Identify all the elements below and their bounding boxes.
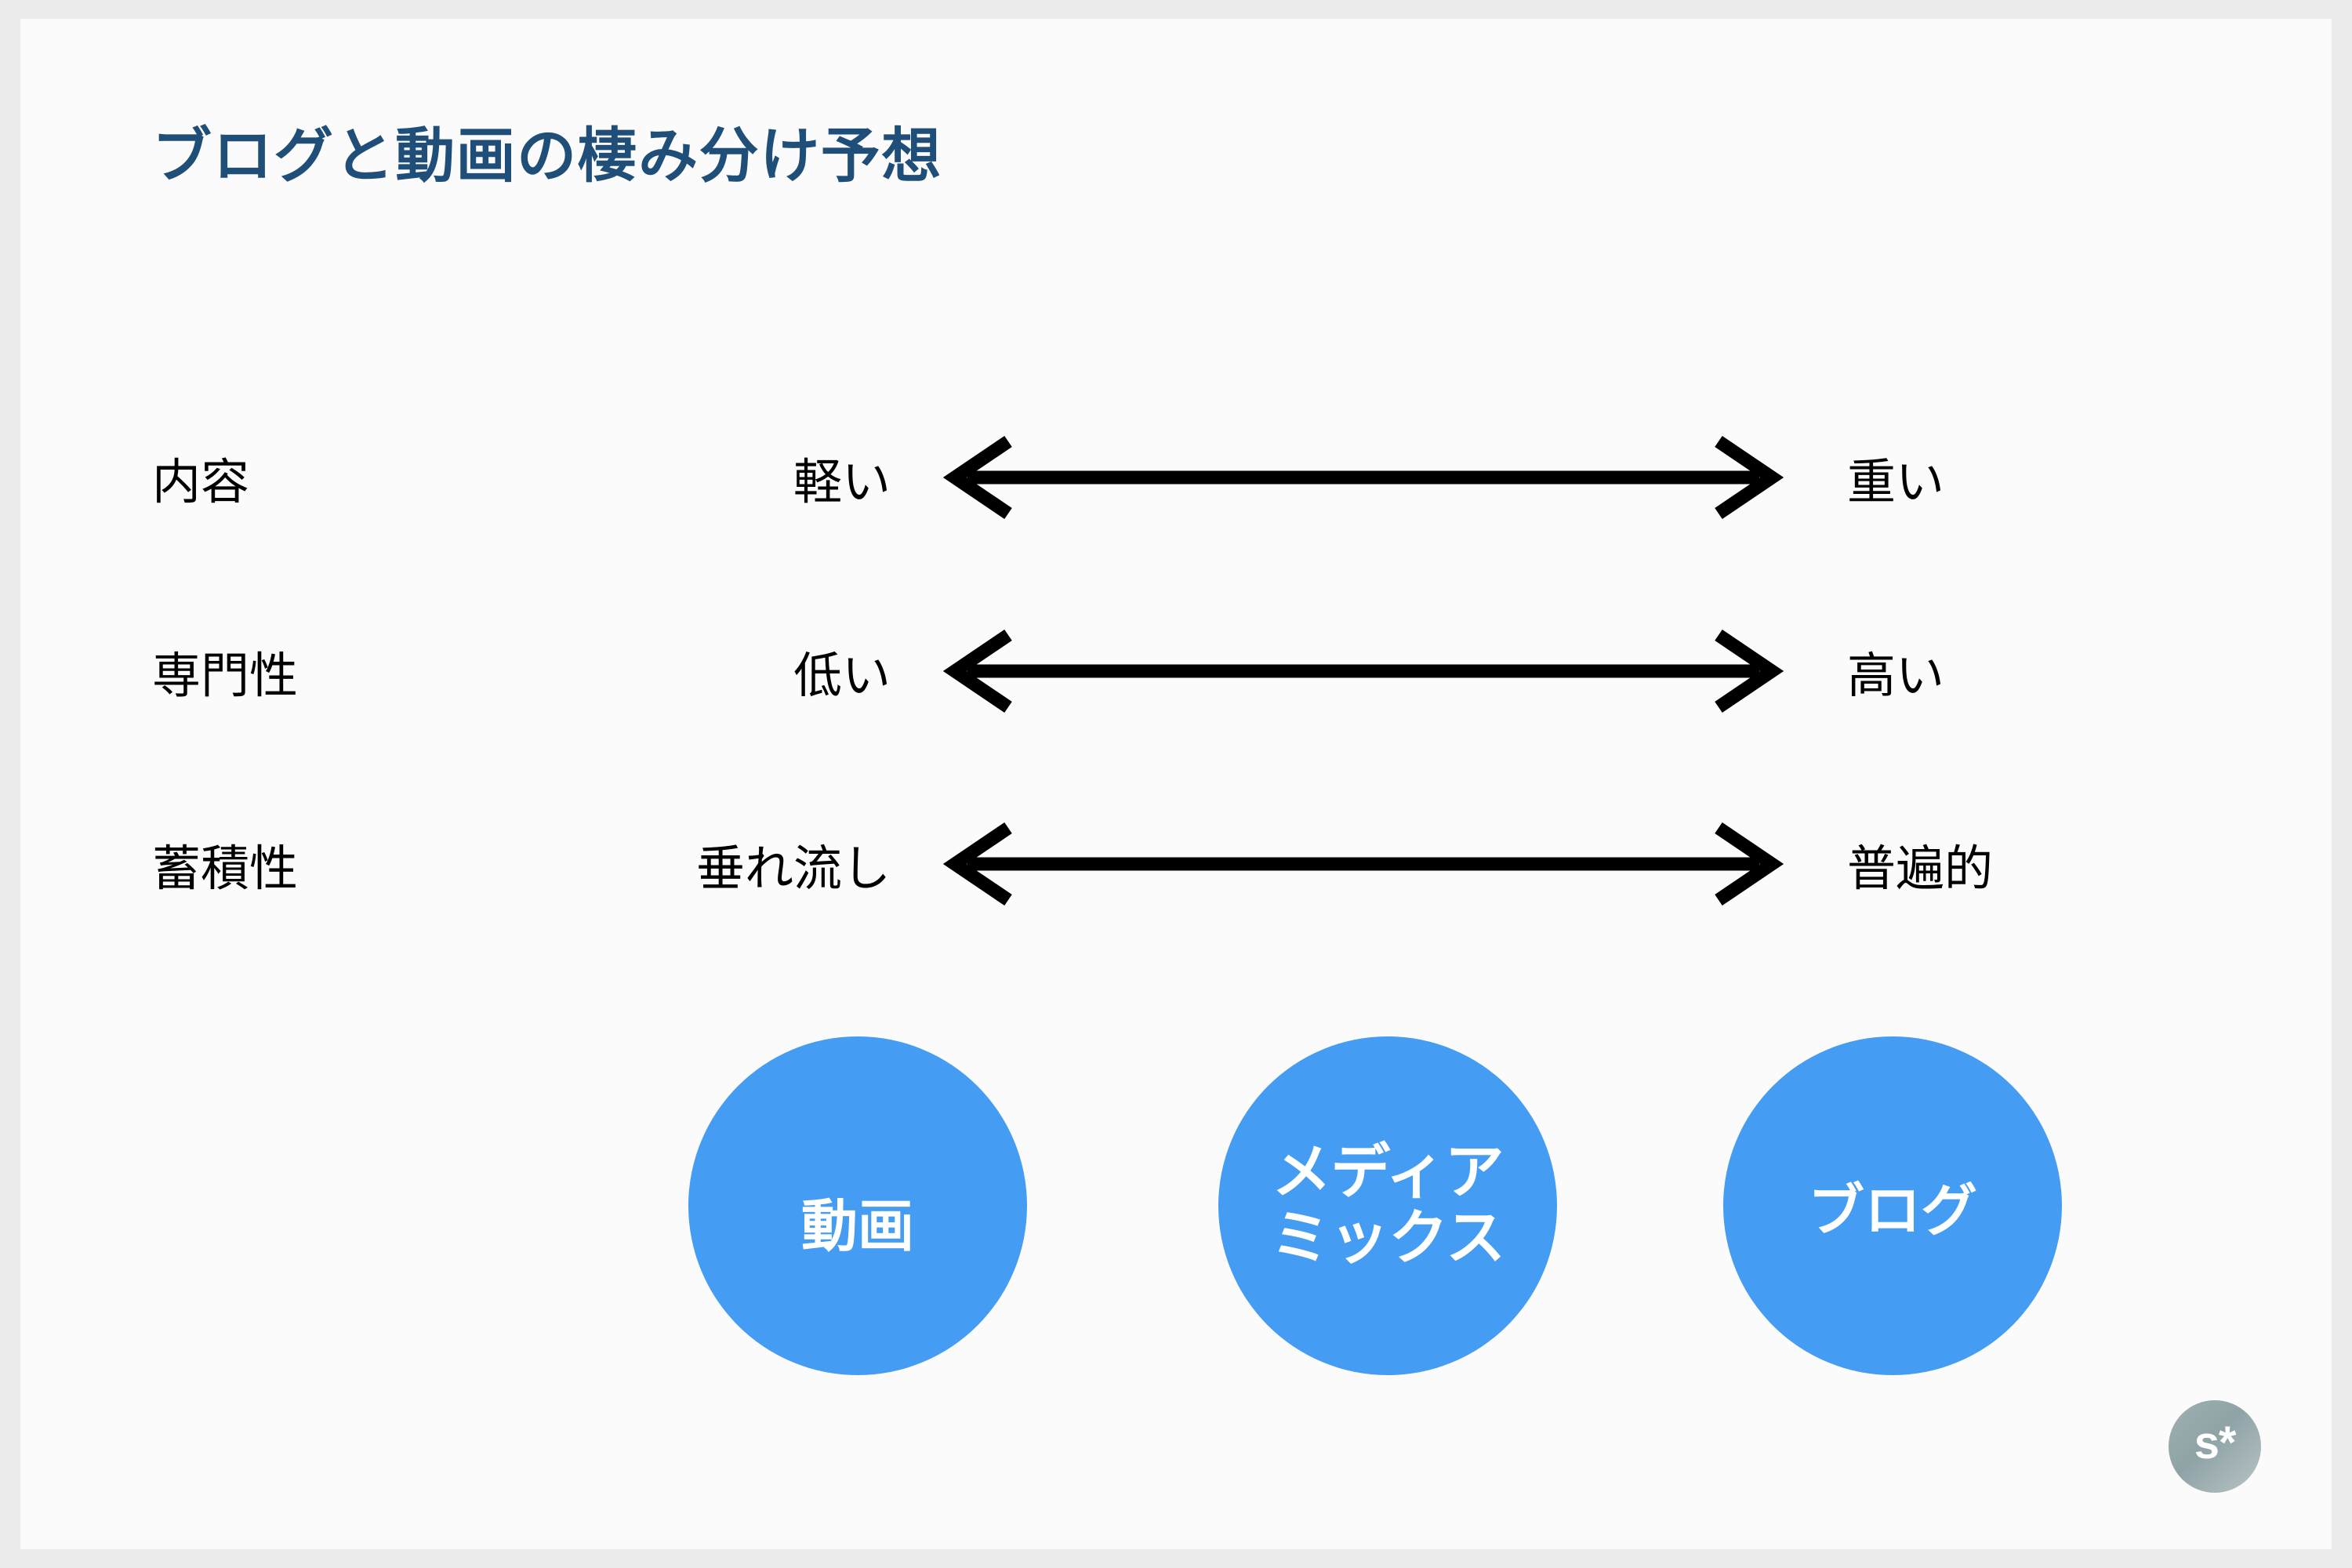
bubble-blog: ブログ	[1723, 1036, 2062, 1375]
slide-canvas: ブログと動画の棲み分け予想 内容 軽い 重い 専門性 低い 高い 蓄積性 垂れ	[20, 19, 2332, 1549]
brand-logo-icon: s*	[2169, 1400, 2261, 1493]
axis-category-label: 蓄積性	[152, 842, 299, 896]
bubble-label-line1: 動画	[800, 1196, 914, 1259]
axis-row: 内容 軽い 重い	[20, 430, 2332, 524]
double-headed-arrow-icon	[936, 817, 1791, 911]
axis-category-label: 専門性	[152, 649, 299, 703]
double-headed-arrow-icon	[936, 430, 1791, 524]
bubble-media-mix: メディア ミックス	[1218, 1036, 1557, 1375]
axis-right-end-label: 普遍的	[1847, 842, 1994, 896]
bubble-label: 動画	[801, 1196, 914, 1258]
axis-category-label: 内容	[152, 456, 250, 510]
axis-right-end-label: 高い	[1847, 649, 1945, 703]
brand-logo-text: s*	[2194, 1417, 2237, 1468]
double-headed-arrow-icon	[936, 624, 1791, 718]
axis-left-end-label: 低い	[793, 649, 891, 703]
bubble-label: ブログ	[1808, 1181, 1977, 1243]
axis-row: 蓄積性 垂れ流し 普遍的	[20, 817, 2332, 911]
bubble-label-line1: ブログ	[1807, 1180, 1977, 1243]
bubble-label-line2: ミックス	[1270, 1205, 1505, 1272]
axis-left-end-label: 垂れ流し	[695, 842, 891, 896]
axis-row: 専門性 低い 高い	[20, 624, 2332, 718]
bubble-label-line1: メディア	[1272, 1139, 1504, 1207]
page-title: ブログと動画の棲み分け予想	[152, 123, 942, 190]
axis-left-end-label: 軽い	[793, 456, 891, 510]
bubble-label: メディア ミックス	[1271, 1140, 1505, 1271]
axis-right-end-label: 重い	[1847, 456, 1945, 510]
bubble-video: 動画	[688, 1036, 1027, 1375]
